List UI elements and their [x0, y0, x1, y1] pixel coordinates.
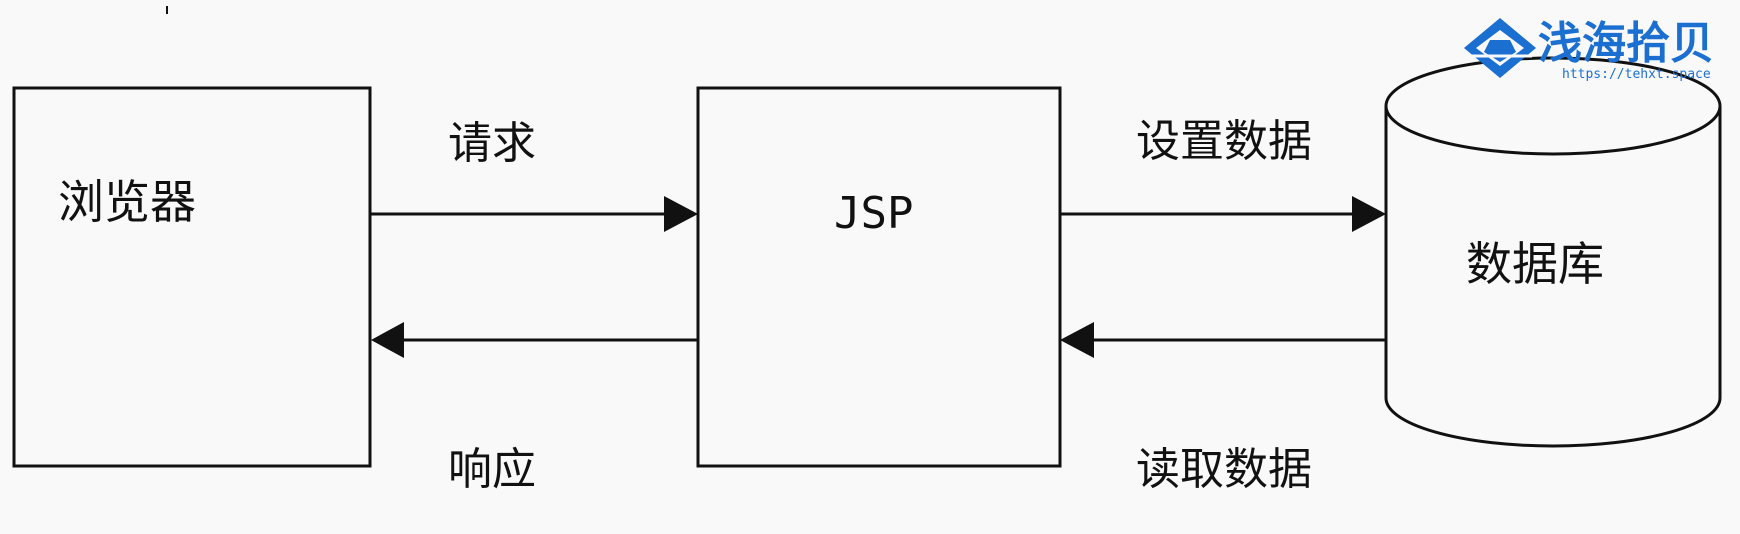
set-data-label: 设置数据	[1136, 116, 1312, 167]
browser-label: 浏览器	[58, 175, 196, 229]
watermark-logo: 浅海拾贝 https://tehxt.space	[1464, 18, 1714, 82]
set-data-arrowhead	[1352, 196, 1386, 232]
database-cylinder-body	[1384, 106, 1722, 448]
database-label: 数据库	[1466, 237, 1604, 291]
read-data-label: 读取数据	[1136, 444, 1312, 495]
database-node: 数据库	[1384, 56, 1722, 448]
request-arrowhead	[664, 196, 698, 232]
response-edge: 响应	[371, 322, 698, 495]
read-data-edge: 读取数据	[1060, 322, 1386, 495]
watermark-name: 浅海拾贝	[1538, 18, 1714, 69]
request-edge: 请求	[371, 118, 698, 232]
database-cylinder-top	[1384, 56, 1722, 156]
jsp-label: JSP	[834, 188, 913, 239]
response-arrowhead	[371, 322, 404, 358]
read-data-arrowhead	[1060, 322, 1094, 358]
response-label: 响应	[448, 444, 536, 495]
browser-node: 浏览器	[12, 86, 372, 468]
watermark-url: https://tehxt.space	[1562, 67, 1711, 82]
request-label: 请求	[448, 118, 536, 169]
watermark-shell-icon	[1464, 18, 1536, 78]
jsp-box	[696, 86, 1062, 468]
browser-box	[12, 86, 372, 468]
set-data-edge: 设置数据	[1060, 116, 1386, 232]
jsp-node: JSP	[696, 86, 1062, 468]
